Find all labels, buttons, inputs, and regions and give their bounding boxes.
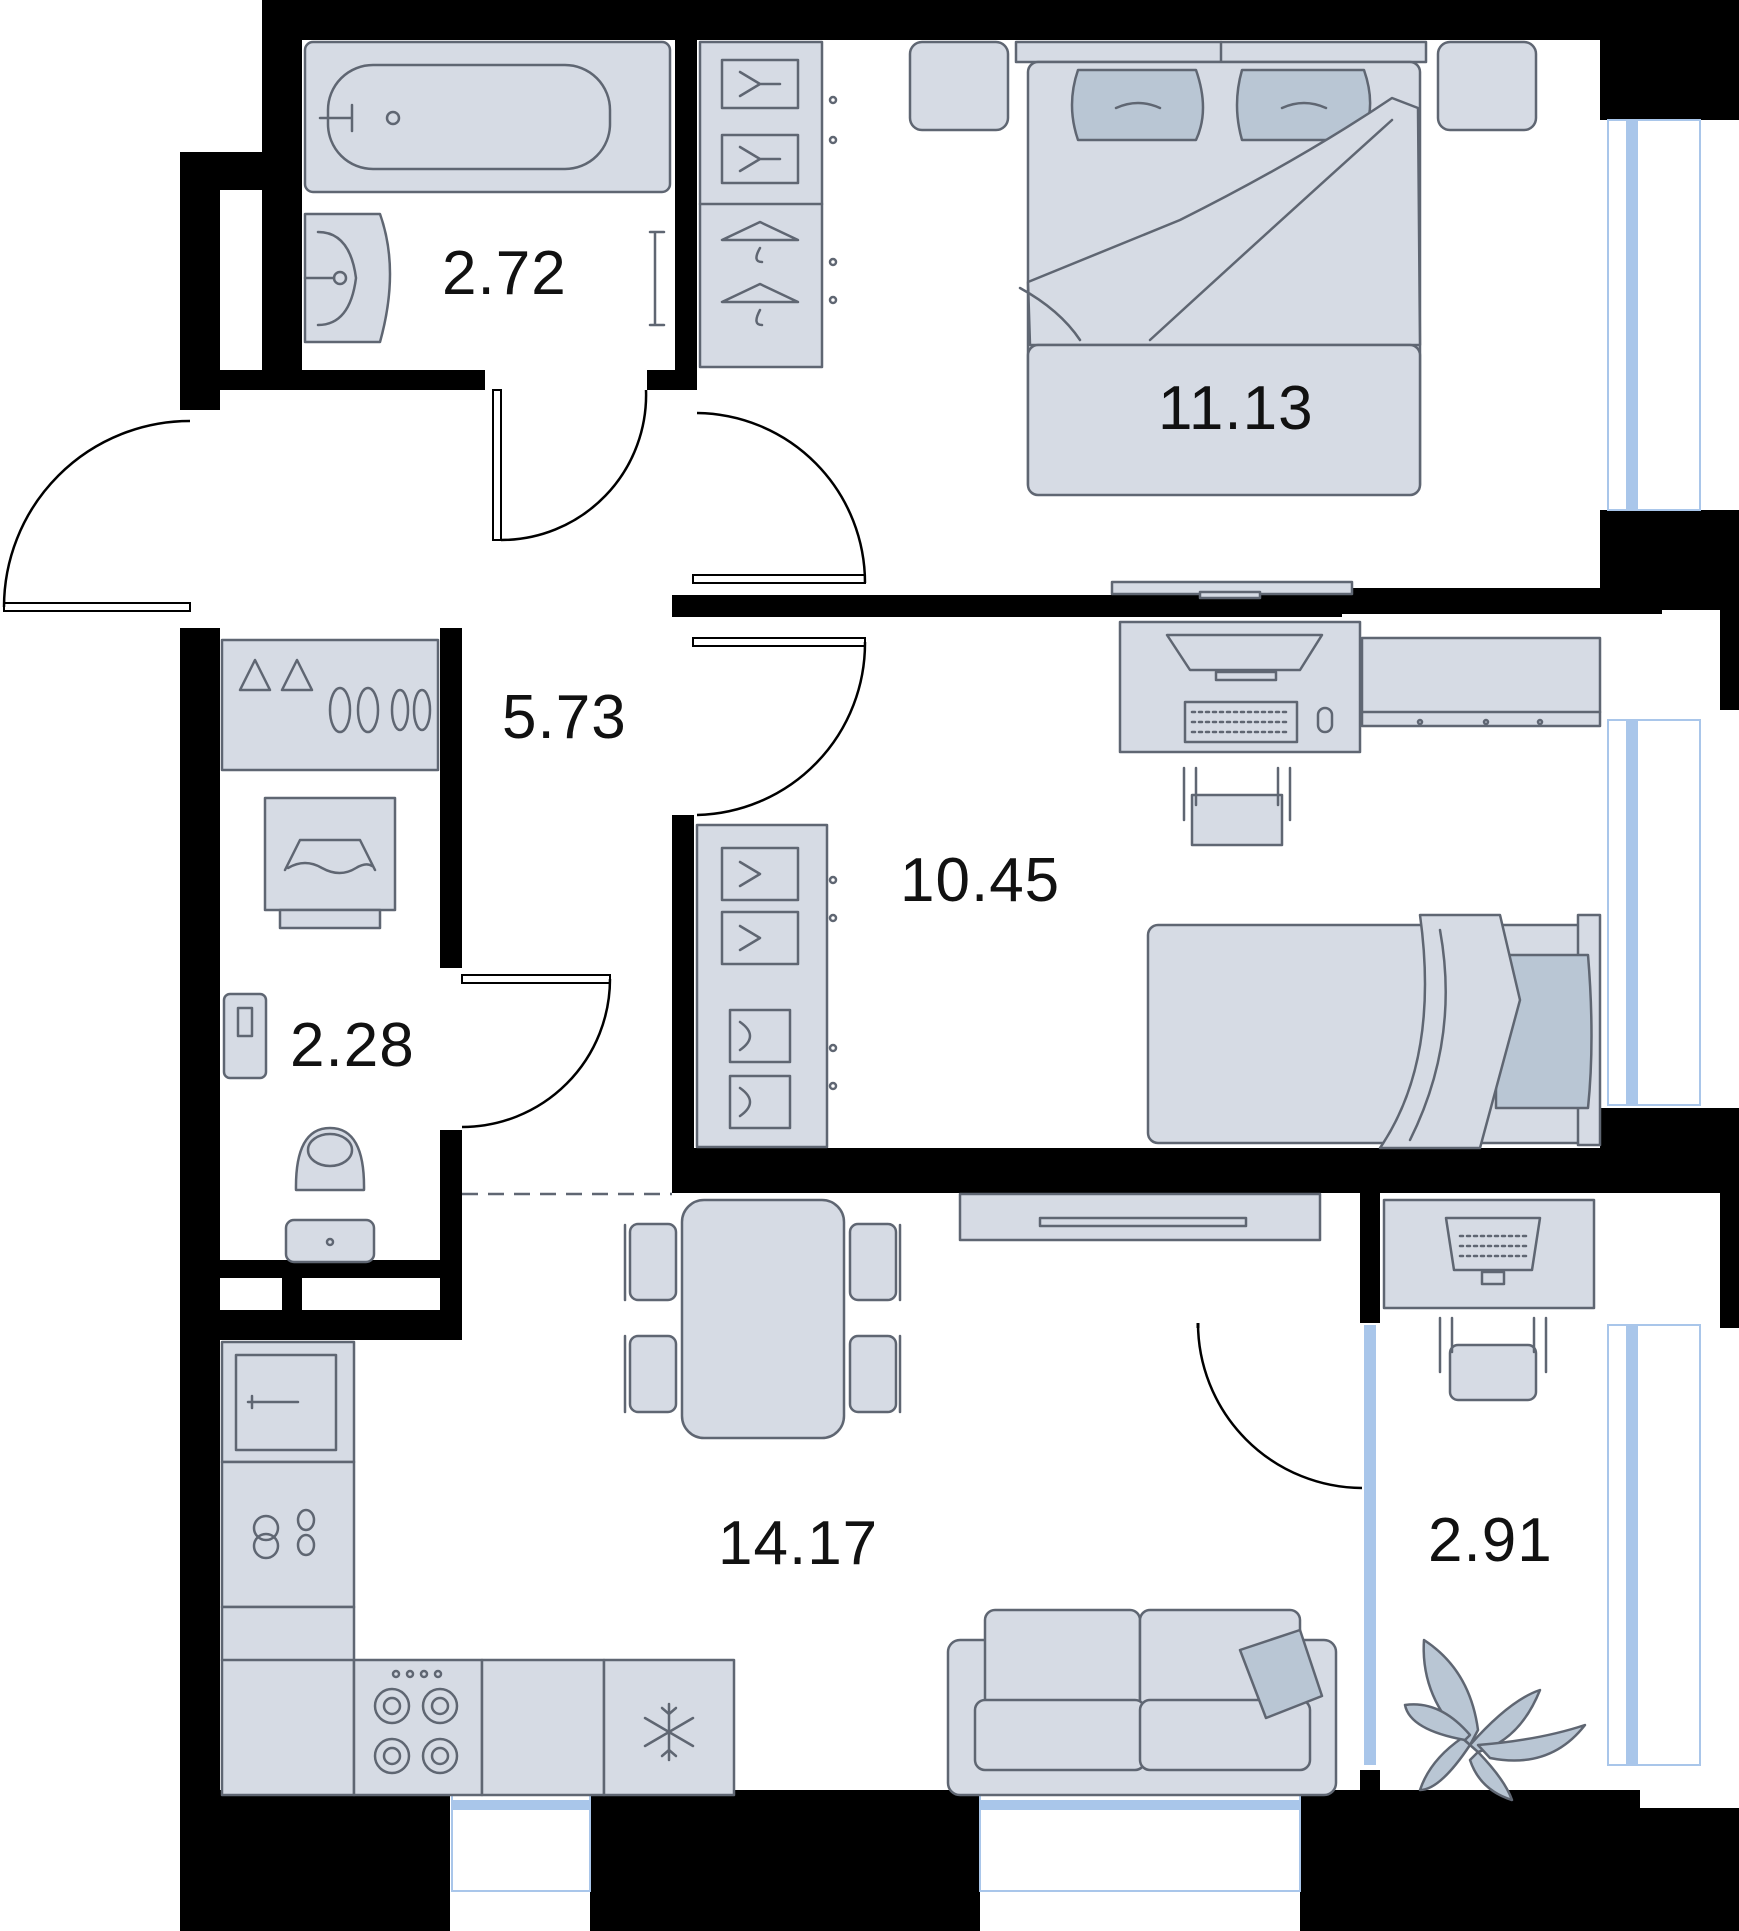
shelf-unit xyxy=(1360,636,1602,728)
doors xyxy=(2,389,1363,1490)
sink-icon xyxy=(303,212,392,344)
balcony-desk xyxy=(1382,1198,1596,1402)
room-area-kitchen-living: 14.17 xyxy=(718,1509,879,1578)
toilet-icon xyxy=(284,1126,376,1264)
fridge-icon xyxy=(602,1658,736,1797)
dining-table-icon xyxy=(623,1198,902,1440)
nightstand-right xyxy=(1436,40,1538,132)
snowflake-icon xyxy=(643,1702,695,1762)
room-area-bedroom-second: 10.45 xyxy=(900,846,1061,915)
room-area-bathroom: 2.72 xyxy=(442,239,567,308)
cooktop-icon xyxy=(352,1658,484,1797)
washing-machine-icon xyxy=(263,796,397,930)
tv-stand-icon xyxy=(958,1192,1322,1242)
walls xyxy=(180,0,1739,1931)
office-chair-icon xyxy=(1438,1316,1548,1402)
stove-icon xyxy=(220,1460,356,1609)
towel-rail xyxy=(648,230,666,327)
sofa-icon xyxy=(946,1608,1338,1797)
dining-chair xyxy=(623,1222,902,1414)
keyboard-icon xyxy=(1183,700,1299,744)
double-bed-icon xyxy=(1014,40,1428,497)
hall-wardrobe-icon xyxy=(220,638,440,772)
room-area-balcony: 2.91 xyxy=(1428,1506,1553,1575)
bathtub-icon xyxy=(303,40,672,194)
office-chair-icon xyxy=(1182,766,1292,847)
windows xyxy=(451,119,1701,1892)
wardrobe-icon xyxy=(698,40,838,369)
water-heater-icon xyxy=(222,992,268,1080)
kitchen-counter xyxy=(220,1340,736,1797)
room-area-bedroom-main: 11.13 xyxy=(1158,374,1314,443)
desk-icon xyxy=(1118,620,1362,754)
single-bed-icon xyxy=(1146,913,1602,1150)
room-area-hallway: 5.73 xyxy=(502,683,627,752)
room-area-toilet: 2.28 xyxy=(290,1011,415,1080)
laptop-icon xyxy=(1444,1216,1542,1286)
monitor-icon xyxy=(1165,633,1324,672)
tv-stand-icon xyxy=(1110,580,1354,600)
wardrobe-icon xyxy=(695,823,838,1149)
nightstand-left xyxy=(908,40,1010,132)
plant-icon xyxy=(1403,1638,1587,1802)
